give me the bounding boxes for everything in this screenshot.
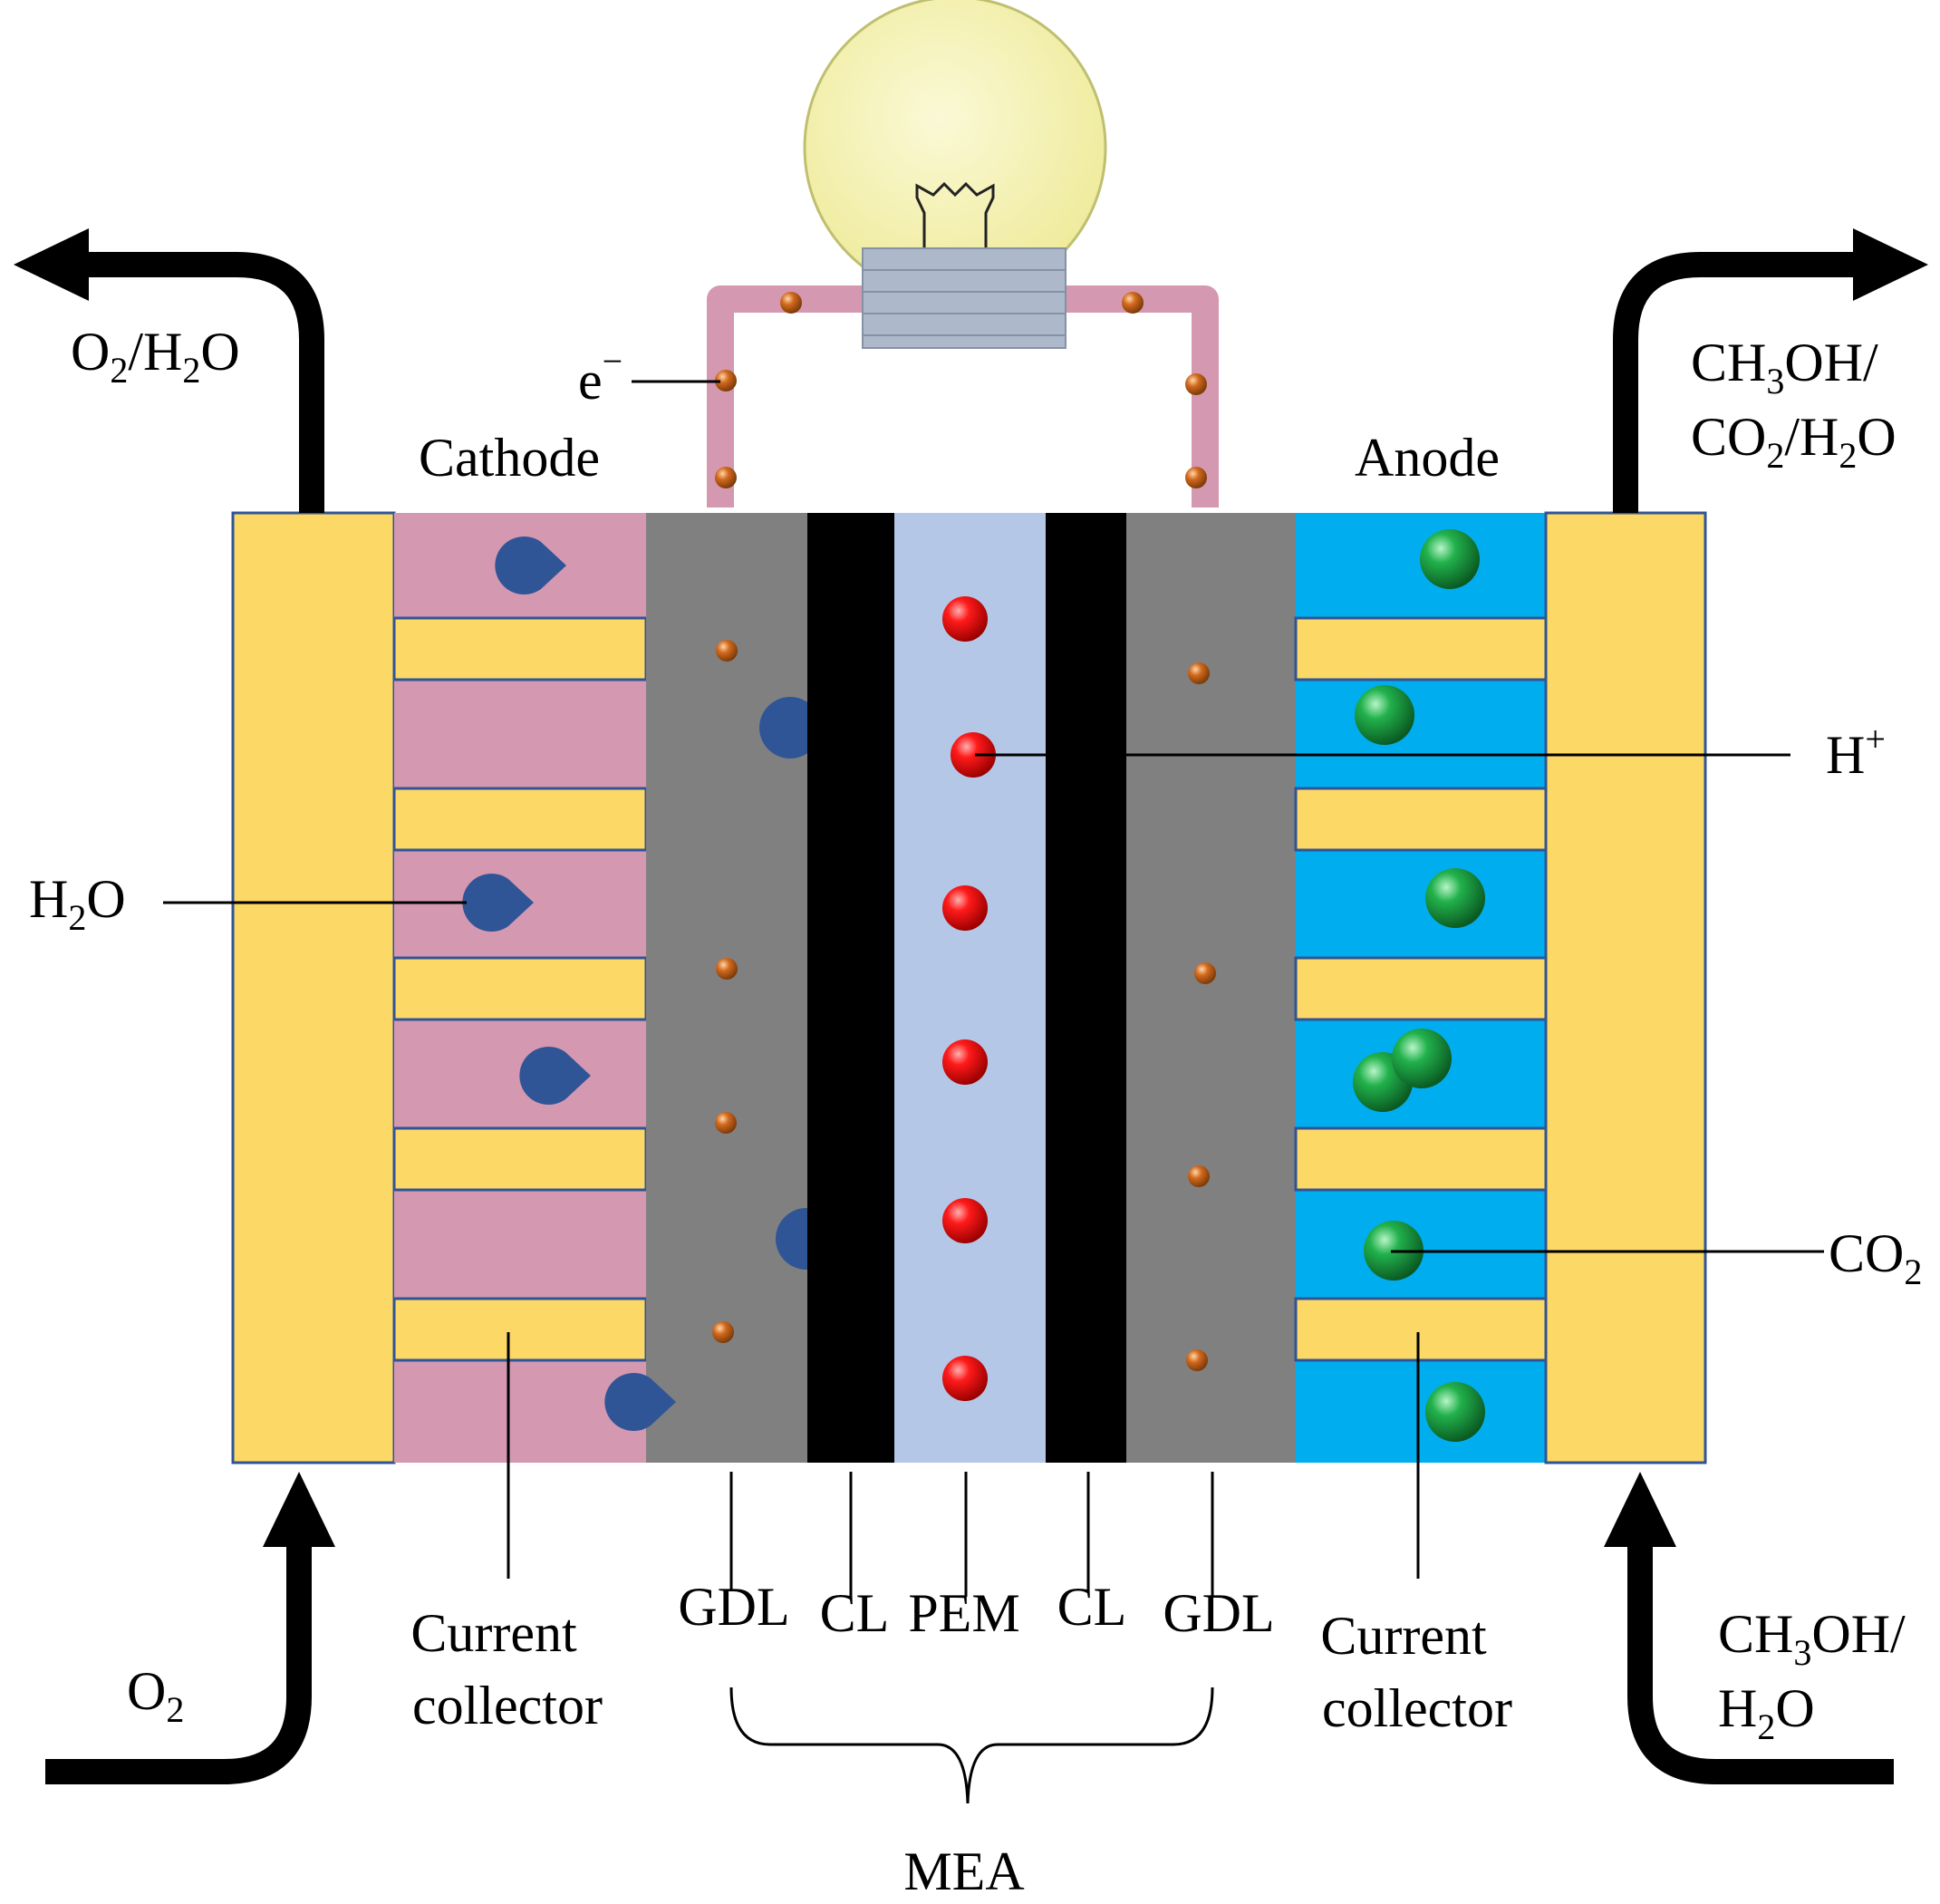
gdl-right-label: GDL — [1163, 1583, 1274, 1643]
current-collector-right-label-line2: collector — [1322, 1678, 1512, 1738]
cathode-label: Cathode — [419, 428, 600, 488]
cl-right-label: CL — [1057, 1577, 1127, 1637]
pem-label: PEM — [908, 1583, 1019, 1643]
electron-dot-icon — [780, 292, 802, 314]
cathode-inlet-label: O2 — [127, 1661, 184, 1730]
arrow-head-up-icon — [263, 1472, 335, 1547]
electron-dot-icon — [715, 467, 737, 488]
anode-outlet-label-line1: CH3OH/ — [1691, 333, 1878, 401]
electron-dot-icon — [715, 1112, 737, 1134]
anode-inlet-arrow — [1627, 1541, 1894, 1784]
water-label: H2O — [29, 869, 126, 938]
leader-lines — [163, 380, 1824, 1804]
proton-sphere-icon — [942, 596, 988, 642]
anode-inlet-label-line1: CH3OH/ — [1718, 1604, 1906, 1673]
electron-dot-icon — [712, 1321, 734, 1343]
co2-bubble-icon — [1392, 1029, 1452, 1088]
cathode-end-plate — [231, 511, 396, 1464]
co2-bubble-icon — [1420, 529, 1480, 589]
anode-outlet-label-line2: CO2/H2O — [1691, 407, 1897, 476]
water-droplet-icon — [776, 1208, 807, 1270]
proton-sphere-icon — [942, 885, 988, 931]
flow-arrows — [45, 252, 1894, 1784]
co2-label: CO2 — [1829, 1223, 1922, 1292]
electron-dot-icon — [716, 640, 738, 662]
co2-bubble-icon — [1425, 868, 1485, 928]
anode-end-plate — [1544, 511, 1707, 1464]
electron-dot-icon — [1188, 1165, 1210, 1187]
water-droplet-icon — [759, 697, 807, 759]
cathode-outlet-label: O2/H2O — [71, 322, 240, 391]
electron-label: e− — [578, 341, 623, 411]
electron-dot-icon — [1186, 1349, 1208, 1371]
electron-dot-icon — [1194, 962, 1216, 984]
mea-label: MEA — [903, 1841, 1024, 1901]
cathode-collector-ribs — [392, 616, 648, 1362]
cl-left-label: CL — [820, 1583, 890, 1643]
anode-label: Anode — [1355, 428, 1500, 488]
proton-sphere-icon — [942, 1198, 988, 1243]
proton-label: H+ — [1826, 719, 1886, 785]
anode-outlet-arrow — [1613, 252, 1858, 513]
arrow-heads — [14, 228, 1928, 1547]
anode-inlet-label-line2: H2O — [1718, 1678, 1815, 1747]
proton-sphere-icon — [942, 1356, 988, 1401]
pem-layer — [894, 513, 1046, 1463]
electron-dot-icon — [1185, 467, 1207, 488]
electron-dot-icon — [1188, 662, 1210, 684]
arrow-head-left-icon — [14, 228, 89, 301]
electron-dot-icon — [716, 958, 738, 980]
fuel-cell — [231, 511, 1707, 1464]
light-bulb-icon — [803, 0, 1107, 349]
co2-bubble-icon — [1425, 1382, 1485, 1442]
gdl-left-layer — [646, 513, 807, 1463]
cl-right-layer — [1046, 513, 1126, 1463]
current-collector-right-label-line1: Current — [1320, 1606, 1487, 1666]
electron-dot-icon — [1185, 373, 1207, 395]
gdl-left-label: GDL — [678, 1577, 789, 1637]
cathode-outlet-arrow — [82, 252, 324, 513]
proton-sphere-icon — [942, 1039, 988, 1085]
current-collector-left-label-line1: Current — [410, 1603, 577, 1663]
arrow-head-right-icon — [1853, 228, 1928, 301]
cathode-inlet-arrow — [45, 1541, 312, 1784]
electron-dot-icon — [1122, 292, 1144, 314]
co2-bubble-icon — [1355, 685, 1414, 745]
mea-brace — [729, 1687, 1214, 1804]
gdl-right-layer — [1126, 513, 1296, 1463]
current-collector-left-label-line2: collector — [412, 1676, 603, 1735]
text-labels: Cathode Anode e− O2/H2O CH3OH/ CO2/H2O H… — [29, 322, 1922, 1901]
anode-collector-ribs — [1294, 616, 1548, 1362]
water-in-gdl — [759, 697, 807, 1270]
arrow-head-up-icon — [1604, 1472, 1676, 1547]
cl-left-layer — [807, 513, 894, 1463]
